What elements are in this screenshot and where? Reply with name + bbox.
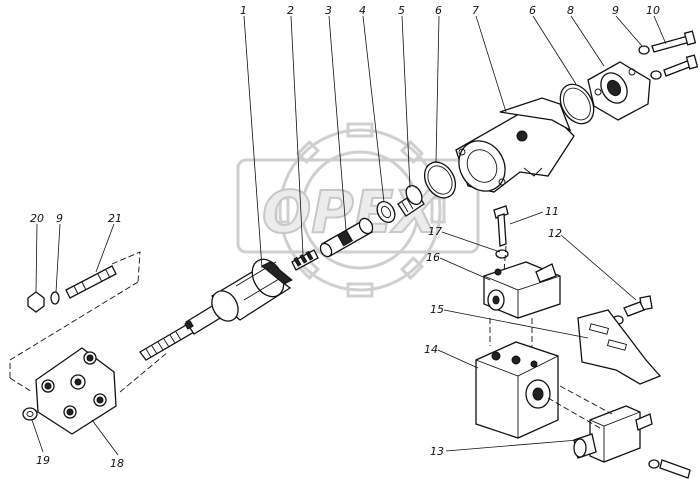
callout-6-front: 6	[435, 4, 442, 17]
callout-9-left: 9	[56, 212, 63, 225]
callout-14: 14	[424, 343, 438, 356]
part-6-o-ring-rear	[559, 83, 595, 125]
callout-20: 20	[30, 212, 44, 225]
part-13-lower-block	[573, 405, 691, 479]
part-9-washers-top	[638, 45, 662, 80]
part-10-bolts	[651, 30, 699, 77]
callout-5: 5	[398, 4, 405, 17]
part-19-washer	[22, 407, 38, 421]
callout-7: 7	[472, 4, 479, 17]
assembly-guide-lines	[9, 245, 613, 429]
part-5-plug	[397, 185, 425, 217]
callout-8: 8	[567, 4, 574, 17]
part-8-flange	[587, 61, 651, 121]
callout-labels: 1 2 3 4 5 6 7 6 8 9 10 11 12 13 14 15 16…	[30, 4, 660, 470]
callout-15: 15	[430, 303, 444, 316]
callout-11: 11	[545, 205, 559, 218]
part-15-bracket	[577, 309, 662, 385]
callout-12: 12	[548, 227, 562, 240]
part-2-spring	[291, 249, 319, 271]
callout-3: 3	[325, 4, 332, 17]
callout-18: 18	[110, 457, 124, 470]
callout-6-rear: 6	[529, 4, 536, 17]
callout-4: 4	[359, 4, 366, 17]
part-4-washer	[376, 201, 396, 223]
callout-21: 21	[108, 212, 122, 225]
part-12-bolt-washer	[612, 295, 653, 325]
part-3-valve-stem	[319, 217, 374, 258]
part-11-bolt	[493, 205, 509, 247]
callout-9-top: 9	[612, 4, 619, 17]
callout-16: 16	[426, 251, 440, 264]
callout-1: 1	[240, 4, 247, 17]
part-21-stud	[65, 265, 117, 299]
callout-10: 10	[646, 4, 660, 17]
part-18-cover	[35, 347, 117, 435]
part-14-main-block	[475, 341, 559, 439]
callout-2: 2	[287, 4, 294, 17]
part-9-washer-left	[50, 291, 60, 305]
callout-19: 19	[36, 454, 50, 467]
part-20-nut	[27, 291, 45, 313]
part-7-housing	[455, 97, 575, 193]
callout-17: 17	[428, 225, 442, 238]
callout-13: 13	[430, 445, 444, 458]
part-1-shaft-assembly	[139, 258, 293, 361]
part-6-o-ring-front	[423, 161, 457, 199]
part-16-upper-block	[483, 261, 561, 319]
callout-leader-lines	[31, 15, 667, 456]
